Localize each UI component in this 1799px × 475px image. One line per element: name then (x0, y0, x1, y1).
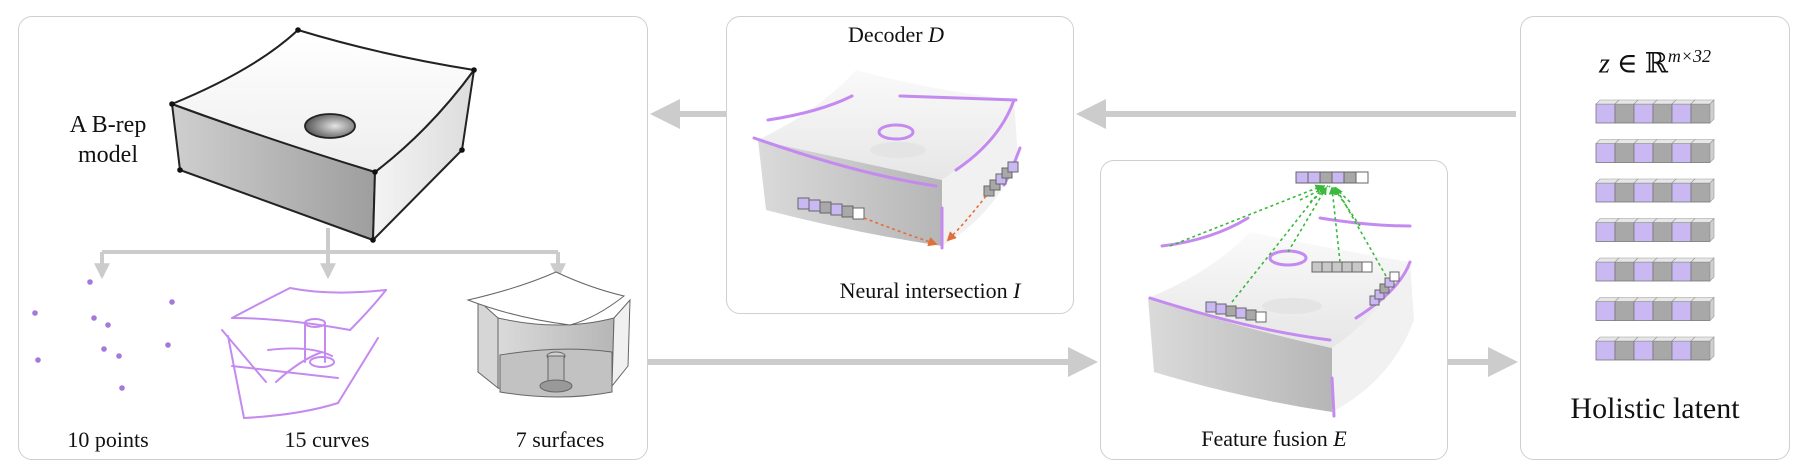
decoder-token-left (797, 197, 865, 220)
points-label: 10 points (67, 427, 149, 452)
point-cloud (32, 279, 175, 391)
fusion-token-left (1205, 301, 1267, 323)
fusion-attention-lines (1169, 184, 1387, 303)
fusion-symbol: E (1333, 426, 1347, 451)
latent-token-row (1595, 296, 1715, 322)
fusion-token-top (1295, 171, 1369, 184)
latent-token-row-side (1709, 138, 1715, 164)
fusion-label: Feature fusion E (1174, 426, 1374, 452)
curve-set (221, 287, 387, 419)
latent-token-row (1595, 99, 1715, 124)
intersection-symbol: I (1013, 278, 1021, 303)
brep-title-line1: A B-rep (69, 112, 147, 138)
fusion-token-right (1369, 271, 1400, 306)
brep-hole (304, 113, 356, 139)
surface-set (466, 271, 631, 398)
latent-token-row-side (1709, 336, 1715, 361)
latent-token-row (1595, 138, 1715, 164)
latent-formula-var: z (1598, 48, 1610, 80)
split-arrows (94, 228, 566, 280)
brep-title: A B-rep model (48, 110, 168, 170)
curves-label: 15 curves (284, 427, 370, 452)
brep-title-line2: model (78, 142, 138, 168)
latent-token-row-side (1709, 178, 1715, 203)
fusion-title-text: Feature fusion (1201, 426, 1328, 451)
intersection-text: Neural intersection (839, 278, 1008, 303)
latent-token-row-side (1709, 296, 1715, 322)
latent-token-row-side (1709, 99, 1715, 124)
surfaces-label: 7 surfaces (515, 427, 605, 452)
latent-token-row (1595, 257, 1715, 282)
latent-token-row (1595, 178, 1715, 203)
latent-token-row-side (1709, 257, 1715, 282)
intersection-label: Neural intersection I (820, 278, 1040, 304)
latent-formula-rel: ∈ (1616, 48, 1638, 80)
latent-formula-exp: m×32 (1667, 46, 1712, 66)
latent-formula-set: ℝ (1644, 48, 1668, 80)
decoder-title: Decoder D (796, 22, 996, 48)
latent-token-row (1595, 336, 1715, 361)
latent-title: Holistic latent (1570, 392, 1740, 425)
fusion-token-mid (1311, 261, 1373, 273)
latent-token-row (1595, 217, 1715, 243)
decoder-title-text: Decoder (848, 22, 923, 47)
decoder-token-right (983, 161, 1019, 197)
latent-formula: z ∈ ℝm×32 (1520, 46, 1790, 80)
latent-token-row-side (1709, 217, 1715, 243)
decoder-symbol: D (928, 22, 944, 47)
